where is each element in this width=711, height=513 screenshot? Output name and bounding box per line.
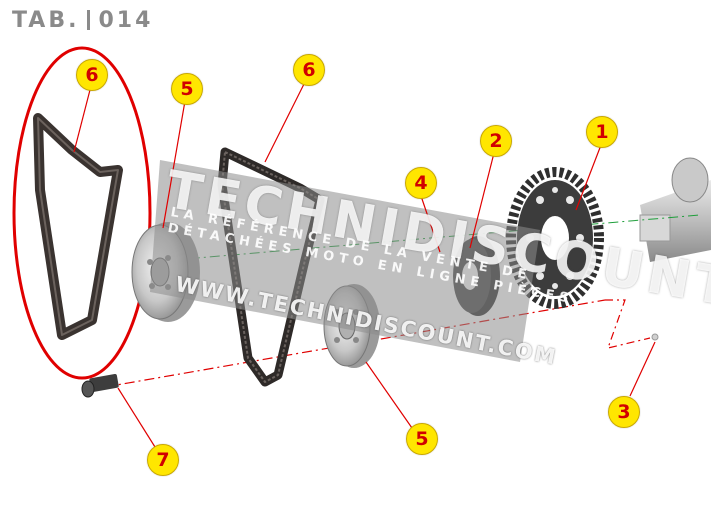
callout-part-1[interactable]: 1 bbox=[586, 116, 618, 148]
watermark-band bbox=[150, 160, 540, 362]
crank-bolt bbox=[81, 373, 119, 398]
callout-part-5-lower[interactable]: 5 bbox=[406, 423, 438, 455]
tab-separator bbox=[87, 10, 91, 30]
callout-part-2[interactable]: 2 bbox=[480, 125, 512, 157]
tab-title: TAB. 014 bbox=[12, 8, 153, 33]
callout-part-6-timing[interactable]: 6 bbox=[293, 54, 325, 86]
callout-part-7[interactable]: 7 bbox=[147, 444, 179, 476]
tab-label: TAB. bbox=[12, 8, 80, 33]
crankshaft-end bbox=[639, 157, 711, 262]
callout-part-3[interactable]: 3 bbox=[608, 396, 640, 428]
callout-part-5-upper[interactable]: 5 bbox=[171, 73, 203, 105]
tab-number: 014 bbox=[98, 8, 154, 33]
tone-wheel bbox=[506, 167, 604, 309]
callout-part-4[interactable]: 4 bbox=[405, 167, 437, 199]
highlight-ellipse bbox=[12, 46, 152, 380]
leader-lines bbox=[73, 81, 656, 448]
accessory-belt bbox=[33, 113, 123, 340]
woodruff-key bbox=[651, 333, 659, 341]
callout-part-6-accessory[interactable]: 6 bbox=[76, 59, 108, 91]
